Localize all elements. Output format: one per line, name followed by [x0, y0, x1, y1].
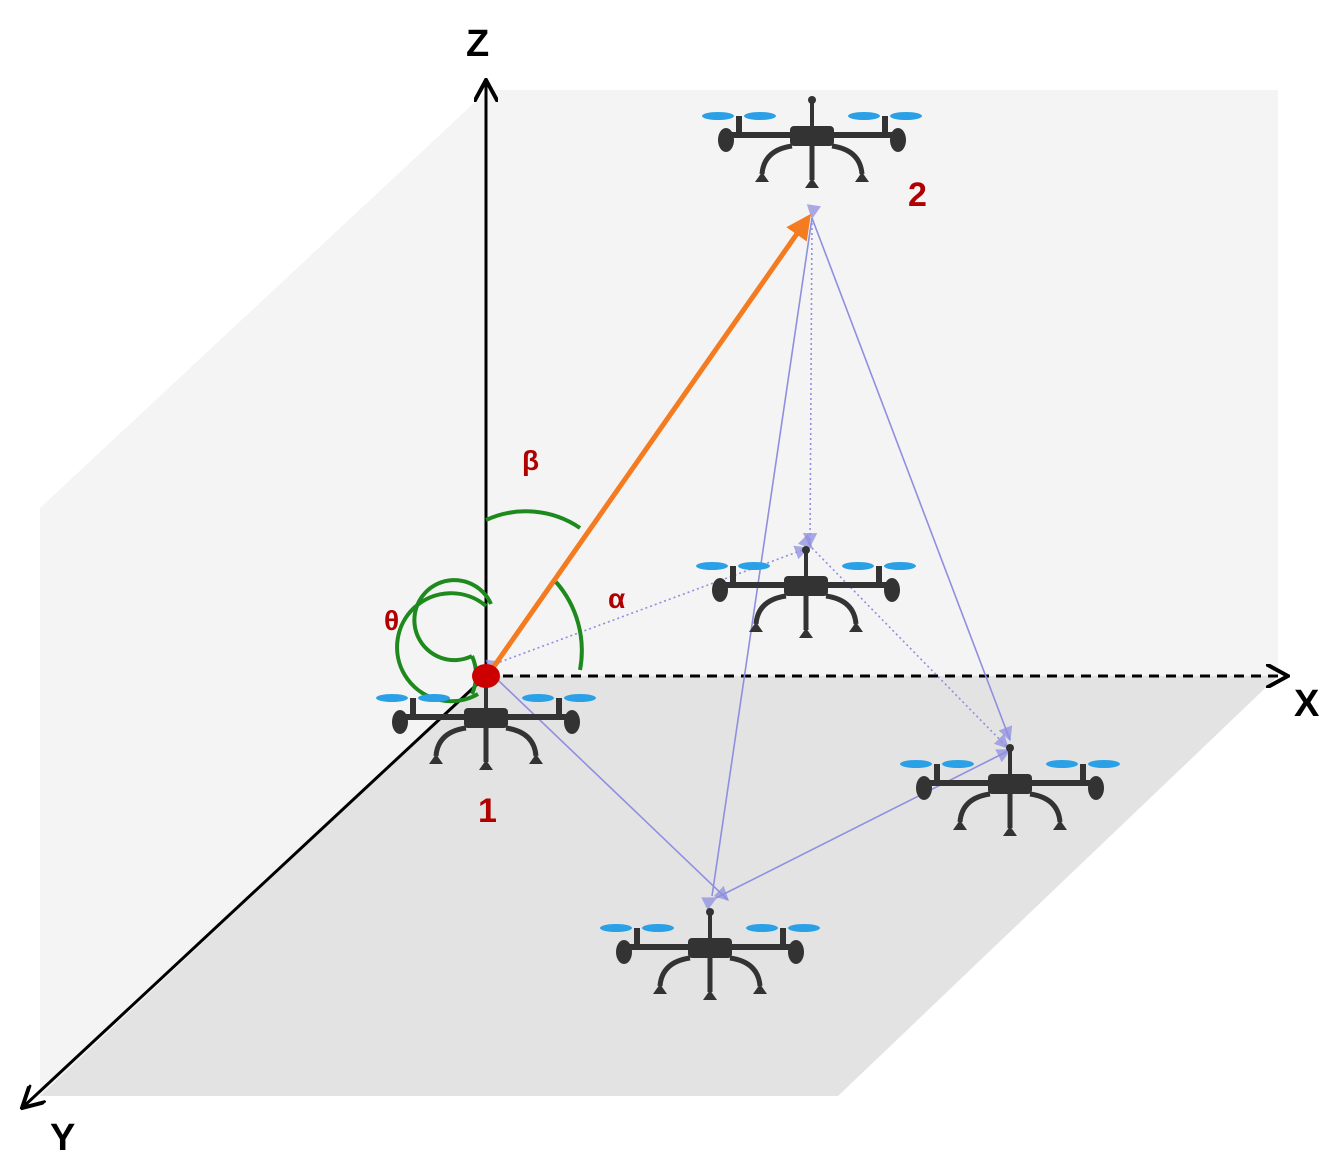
link-4-to-5: [701, 749, 1012, 911]
communication-links: [485, 204, 1013, 911]
beta-label: β: [522, 445, 539, 476]
alpha-label: α: [608, 583, 625, 614]
x-axis-label: X: [1294, 683, 1320, 725]
uav1-label: 1: [478, 792, 497, 830]
z-axis-label: Z: [466, 23, 489, 65]
beta-angle-arc: [485, 509, 582, 530]
origin-dot-icon: [472, 664, 500, 688]
link-3-to-5: [797, 533, 1010, 750]
y-axis-label: Y: [50, 1117, 75, 1159]
y-axis: [22, 674, 488, 1108]
relative-position-vector: [487, 213, 811, 674]
uav2-label: 2: [908, 176, 927, 214]
theta-label: θ: [384, 605, 399, 636]
alpha-angle-arc: [554, 580, 584, 671]
